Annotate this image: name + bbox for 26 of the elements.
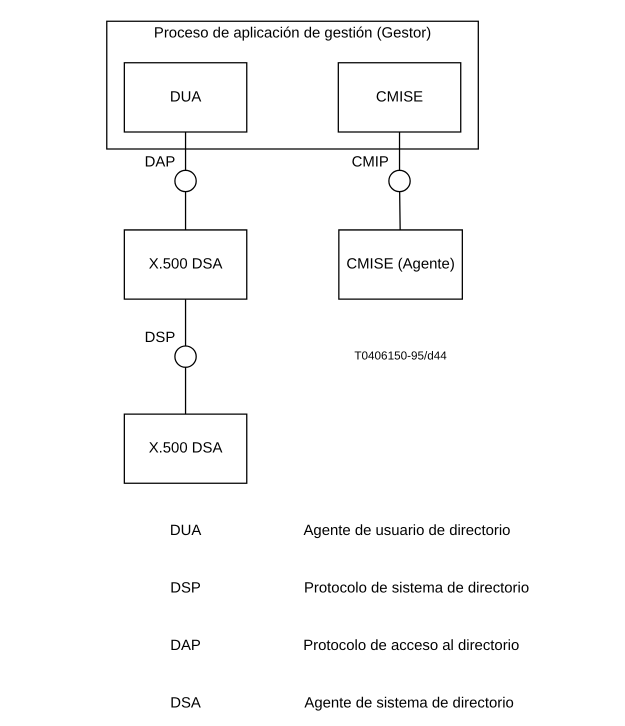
connector <box>399 192 401 230</box>
node-label: DSP <box>144 330 176 346</box>
connector <box>184 192 186 230</box>
node-box: X.500 DSA <box>124 413 248 484</box>
node-circle <box>174 170 197 192</box>
node-circle <box>174 345 197 368</box>
node-label: DAP <box>144 154 176 170</box>
connector <box>184 132 186 170</box>
connector <box>184 300 186 346</box>
node-box: DUA <box>124 62 248 133</box>
label: T0406150-95/d44 <box>354 350 447 363</box>
label: DSA <box>170 696 201 712</box>
node-box: CMISE <box>338 62 462 133</box>
connector <box>398 132 400 170</box>
node-circle <box>388 170 411 192</box>
label: Protocolo de sistema de directorio <box>304 580 530 597</box>
node-box: CMISE (Agente) <box>338 229 463 300</box>
connector <box>184 367 186 414</box>
label: Agente de sistema de directorio <box>304 696 514 712</box>
label: Protocolo de acceso al directorio <box>303 638 520 654</box>
node-label: CMIP <box>352 154 389 170</box>
node-box: X.500 DSA <box>124 229 248 300</box>
label: DSP <box>170 580 201 597</box>
label: Agente de usuario de directorio <box>304 523 510 540</box>
label: DAP <box>170 638 201 654</box>
label: DUA <box>170 523 202 540</box>
